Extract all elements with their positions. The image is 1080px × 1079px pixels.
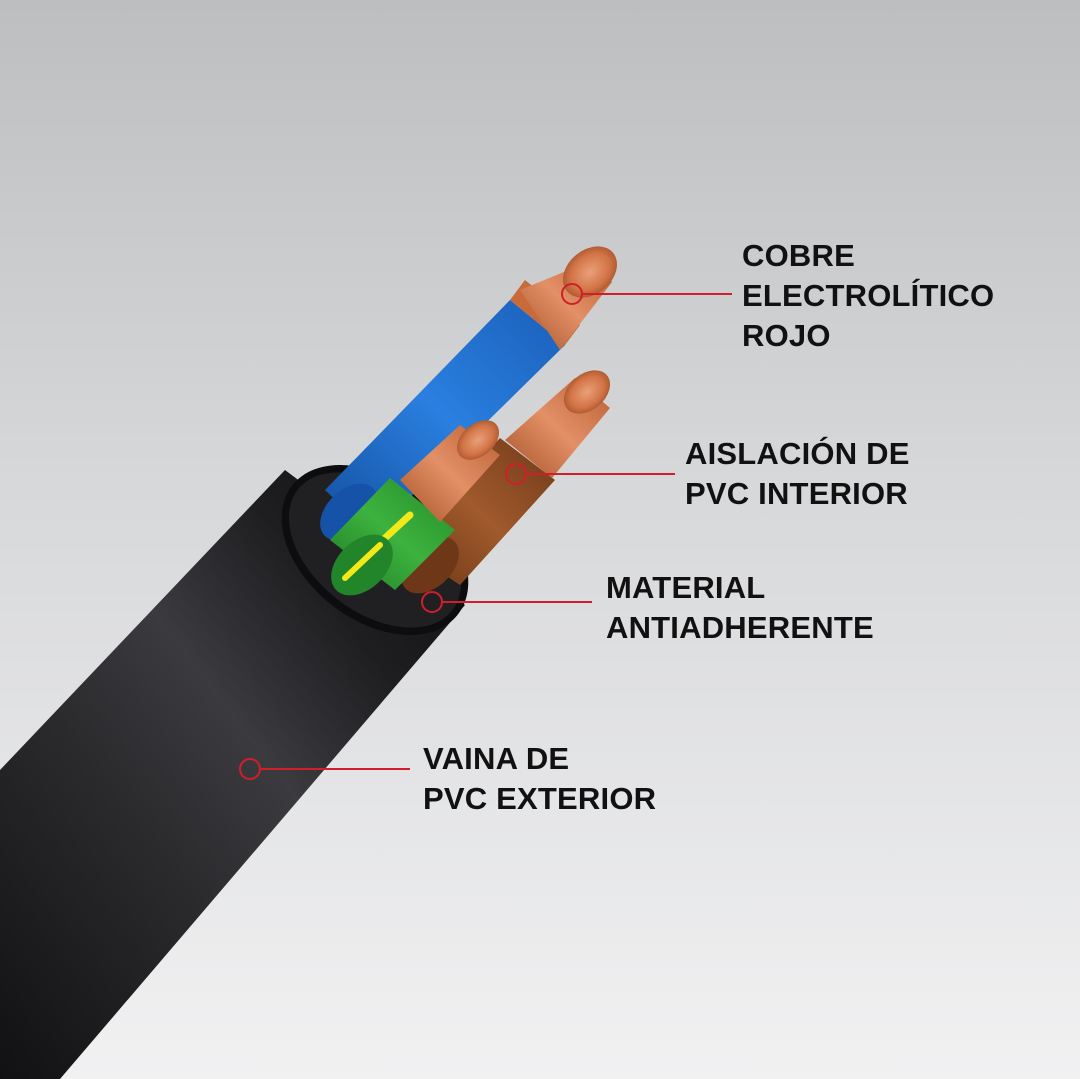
label-line: ANTIADHERENTE <box>606 610 874 645</box>
label-line: PVC EXTERIOR <box>423 781 657 816</box>
copper-strands-brown <box>505 370 611 478</box>
callout-antiadherent <box>421 591 592 613</box>
label-outer-sheath: VAINA DE PVC EXTERIOR <box>423 739 656 819</box>
callout-copper <box>561 283 732 305</box>
label-line: AISLACIÓN DE <box>685 436 910 471</box>
callout-inner-insulation <box>505 463 675 485</box>
label-inner-insulation: AISLACIÓN DE PVC INTERIOR <box>685 434 910 514</box>
label-line: ELECTROLÍTICO <box>742 278 995 313</box>
label-line: PVC INTERIOR <box>685 476 908 511</box>
copper-strands-green <box>400 420 500 522</box>
label-line: ROJO <box>742 318 831 353</box>
label-line: MATERIAL <box>606 570 766 605</box>
callout-marker <box>561 283 583 305</box>
label-antiadherent: MATERIAL ANTIADHERENTE <box>606 568 874 648</box>
green-yellow-conductor <box>330 420 500 596</box>
callout-marker <box>505 463 527 485</box>
callout-marker <box>421 591 443 613</box>
brown-conductor <box>400 370 611 594</box>
label-line: VAINA DE <box>423 741 570 776</box>
callout-outer-sheath <box>239 758 410 780</box>
label-line: COBRE <box>742 238 855 273</box>
callout-marker <box>239 758 261 780</box>
label-copper: COBRE ELECTROLÍTICO ROJO <box>742 236 994 356</box>
